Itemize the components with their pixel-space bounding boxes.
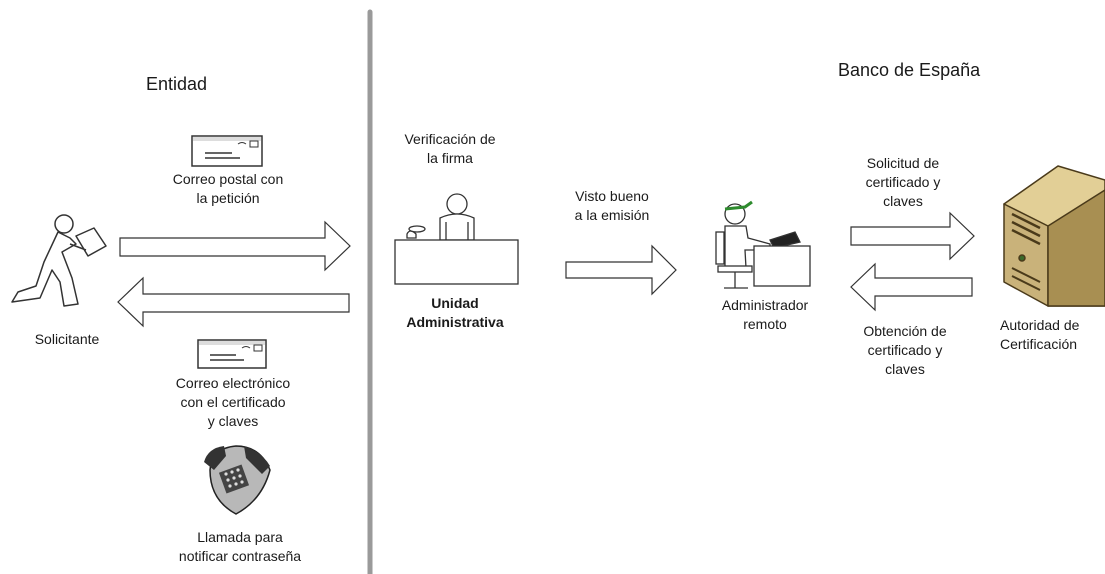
server-icon — [1003, 165, 1105, 307]
clerk-at-desk-icon — [394, 193, 519, 285]
label-administrador: Administrador remoto — [721, 297, 809, 332]
arrow-left-email — [117, 276, 350, 328]
envelope-icon — [197, 339, 267, 369]
running-person-icon — [11, 214, 107, 307]
envelope-icon — [191, 135, 263, 167]
label-solicitante: Solicitante — [34, 331, 100, 347]
label-visto-bueno: Visto bueno a la emisión — [574, 188, 650, 223]
label-verificacion: Verificación de la firma — [404, 131, 496, 166]
label-llamada: Llamada para notificar contraseña — [178, 529, 302, 564]
banco-section-title: Banco de España — [838, 60, 981, 80]
label-solicitud: Solicitud de certificado y claves — [865, 155, 941, 209]
administrator-icon — [715, 200, 811, 289]
arrow-right-request — [850, 211, 975, 261]
label-unidad-administrativa: Unidad Administrativa — [406, 295, 504, 330]
arrow-right-approval — [565, 244, 677, 296]
label-correo-postal: Correo postal con la petición — [172, 171, 284, 206]
telephone-icon — [204, 445, 271, 515]
entidad-section-title: Entidad — [146, 74, 208, 94]
label-autoridad: Autoridad de Certificación — [1000, 317, 1080, 352]
arrow-right-postal — [119, 220, 351, 272]
arrow-left-obtain — [850, 262, 973, 312]
label-correo-electronico: Correo electrónico con el certificado y … — [175, 375, 291, 429]
label-obtencion: Obtención de certificado y claves — [863, 323, 947, 377]
